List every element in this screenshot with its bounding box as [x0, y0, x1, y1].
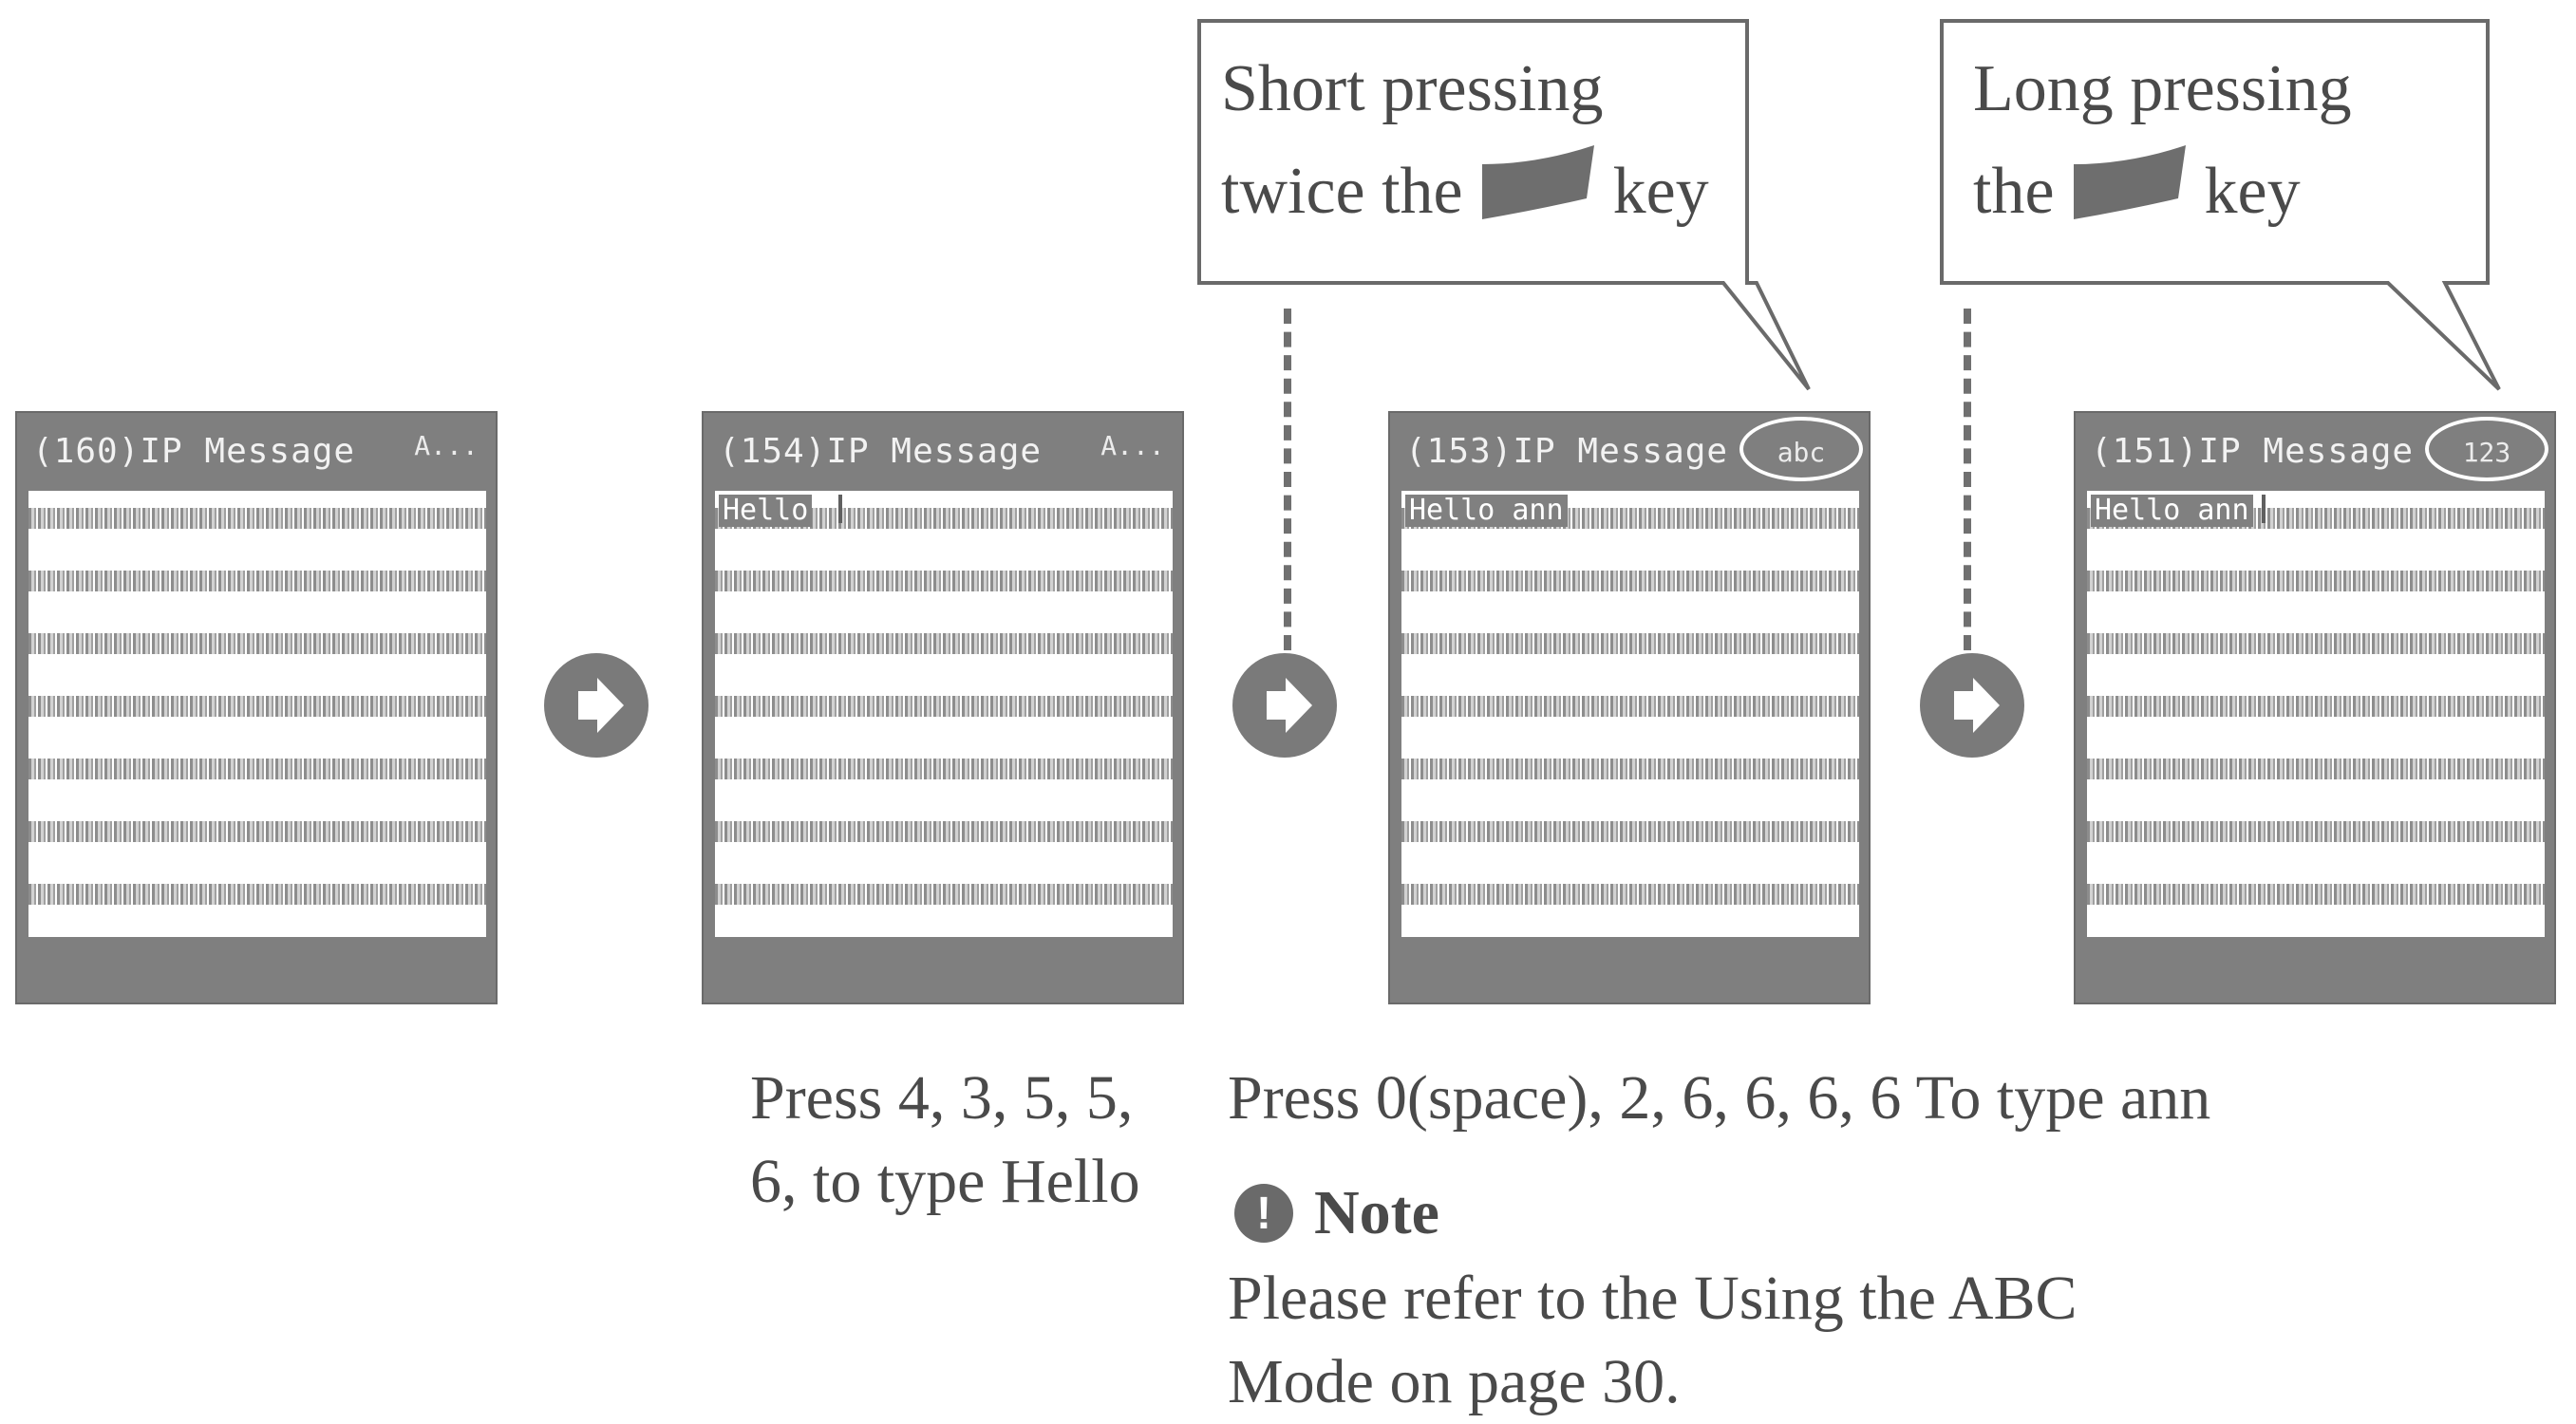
arrow-right-icon	[1232, 653, 1337, 758]
text-line	[2087, 633, 2545, 654]
note-line2: Mode on page 30.	[1228, 1347, 1681, 1416]
screen-title: (160)IP Message	[32, 432, 356, 471]
text-line	[1401, 633, 1859, 654]
input-mode-indicator: abc	[1739, 417, 1863, 481]
text-line	[28, 508, 486, 529]
caption-step1-line1: Press 4, 3, 5, 5,	[750, 1063, 1134, 1133]
phone-screen-1: (160)IP Message A...	[15, 411, 498, 1004]
callout-short-line1: Short pressing	[1221, 52, 1604, 125]
text-line	[715, 571, 1173, 591]
message-area	[28, 491, 486, 937]
screen-title: (151)IP Message	[2091, 432, 2415, 471]
text-line	[2087, 571, 2545, 591]
caption-step1-line2: 6, to type Hello	[750, 1147, 1140, 1216]
text-line	[2087, 696, 2545, 717]
text-line	[1401, 759, 1859, 779]
input-mode-indicator: A...	[1100, 430, 1165, 461]
text-cursor	[2262, 495, 2266, 523]
text-line	[715, 696, 1173, 717]
callout-long-line2-after: key	[2204, 155, 2301, 228]
phone-screen-3: (153)IP Message abc Hello ann	[1388, 411, 1871, 1004]
callout-short-line2-after: key	[1612, 155, 1709, 228]
text-line	[28, 633, 486, 654]
dashed-connector	[1964, 309, 1979, 650]
typed-text: Hello ann	[1405, 495, 1568, 527]
text-cursor	[838, 495, 842, 523]
callout-frame-long-press	[1940, 19, 2501, 391]
caption-step1: Press 4, 3, 5, 5, 6, to type Hello	[750, 1057, 1140, 1224]
text-line	[28, 571, 486, 591]
typed-text: Hello	[719, 495, 813, 527]
soft-key-icon	[1480, 143, 1596, 252]
note-body: Please refer to the Using the ABC Mode o…	[1228, 1257, 2077, 1424]
text-line	[715, 759, 1173, 779]
typed-text: Hello ann	[2091, 495, 2253, 527]
soft-key-icon	[2072, 143, 2188, 252]
screen-title: (153)IP Message	[1405, 432, 1729, 471]
text-line	[715, 508, 1173, 529]
text-line	[715, 821, 1173, 842]
input-mode-indicator: 123	[2425, 417, 2548, 481]
message-area: Hello ann	[2087, 491, 2545, 937]
input-mode-indicator: A...	[414, 430, 479, 461]
callout-long-press: Long pressing the key	[1973, 38, 2352, 252]
text-line	[28, 759, 486, 779]
screen-title: (154)IP Message	[719, 432, 1043, 471]
exclamation-icon: !	[1234, 1184, 1293, 1243]
callout-short-line2-before: twice the	[1221, 155, 1463, 228]
phone-screen-2: (154)IP Message A... Hello	[702, 411, 1184, 1004]
text-line	[28, 821, 486, 842]
text-line	[28, 884, 486, 905]
message-area: Hello ann	[1401, 491, 1859, 937]
text-line	[2087, 821, 2545, 842]
text-line	[1401, 571, 1859, 591]
text-line	[2087, 759, 2545, 779]
caption-step2: Press 0(space), 2, 6, 6, 6, 6 To type an…	[1228, 1063, 2211, 1133]
callout-long-line1: Long pressing	[1973, 52, 2352, 125]
arrow-right-icon	[544, 653, 649, 758]
text-line	[1401, 821, 1859, 842]
dashed-connector	[1284, 309, 1299, 650]
text-line	[2087, 884, 2545, 905]
note-line1: Please refer to the Using the ABC	[1228, 1264, 2078, 1333]
callout-short-press: Short pressing twice the key	[1221, 38, 1709, 252]
text-line	[715, 884, 1173, 905]
text-line	[1401, 696, 1859, 717]
note-heading-text: Note	[1314, 1178, 1439, 1247]
text-line	[715, 633, 1173, 654]
text-line	[28, 696, 486, 717]
message-area: Hello	[715, 491, 1173, 937]
arrow-right-icon	[1920, 653, 2024, 758]
text-line	[1401, 884, 1859, 905]
note-heading: ! Note	[1234, 1177, 1439, 1249]
callout-long-line2-before: the	[1973, 155, 2055, 228]
phone-screen-4: (151)IP Message 123 Hello ann	[2074, 411, 2556, 1004]
